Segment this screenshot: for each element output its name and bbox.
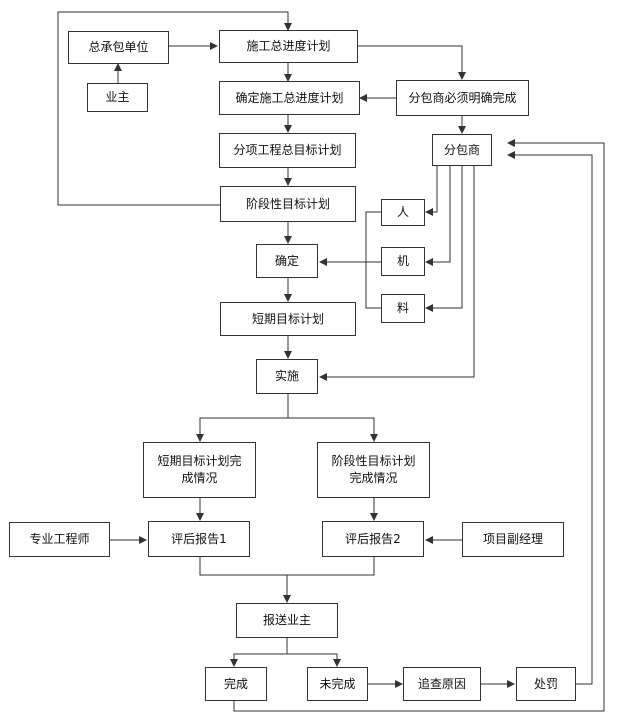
connector-report-split-right [287,653,341,667]
connector-lmm-bracket [365,211,381,309]
box-penalty: 处罚 [516,667,576,701]
box-phase-target-plan: 阶段性目标计划 [220,186,356,222]
connector-loop-top [57,11,292,206]
box-review-report-2: 评后报告2 [322,521,424,557]
connector-impl-split [196,394,289,442]
connector-penalty-sub [507,151,593,685]
box-specialist-engineer: 专业工程师 [9,522,110,557]
connector-master-submust [358,45,466,80]
box-machinery: 机 [381,247,425,276]
box-master-schedule: 施工总进度计划 [219,30,358,63]
box-short-term-status: 短期目标计划完 成情况 [143,442,256,498]
box-implementation: 实施 [256,359,318,394]
box-report-owner: 报送业主 [236,603,338,638]
connector-completed-sub [233,139,605,712]
connector-sub-impl [319,166,475,381]
box-subcontractor-must-complete: 分包商必须明确完成 [396,80,529,116]
box-materials: 料 [381,294,425,323]
box-subcontractor: 分包商 [432,134,492,166]
box-phase-status: 阶段性目标计划 完成情况 [317,442,430,498]
box-sub-item-target-plan: 分项工程总目标计划 [219,133,356,168]
box-labor: 人 [381,199,425,226]
box-not-completed: 未完成 [307,667,368,701]
box-deputy-project-manager: 项目副经理 [462,522,564,557]
connector-report-split [230,638,288,667]
box-short-term-plan: 短期目标计划 [220,302,356,336]
connector-review-merge [199,557,375,576]
box-general-contractor: 总承包单位 [68,31,169,64]
box-confirm-master-schedule: 确定施工总进度计划 [219,81,360,115]
connector-sub-material [425,166,463,312]
connector-sub-machine [425,166,451,266]
connector-impl-split-right [288,417,378,442]
connector-sub-labor [425,166,438,216]
box-owner: 业主 [87,83,148,112]
box-confirm: 确定 [256,244,318,278]
box-completed: 完成 [205,667,267,701]
box-investigate-cause: 追查原因 [403,667,481,701]
box-review-report-1: 评后报告1 [148,521,250,557]
